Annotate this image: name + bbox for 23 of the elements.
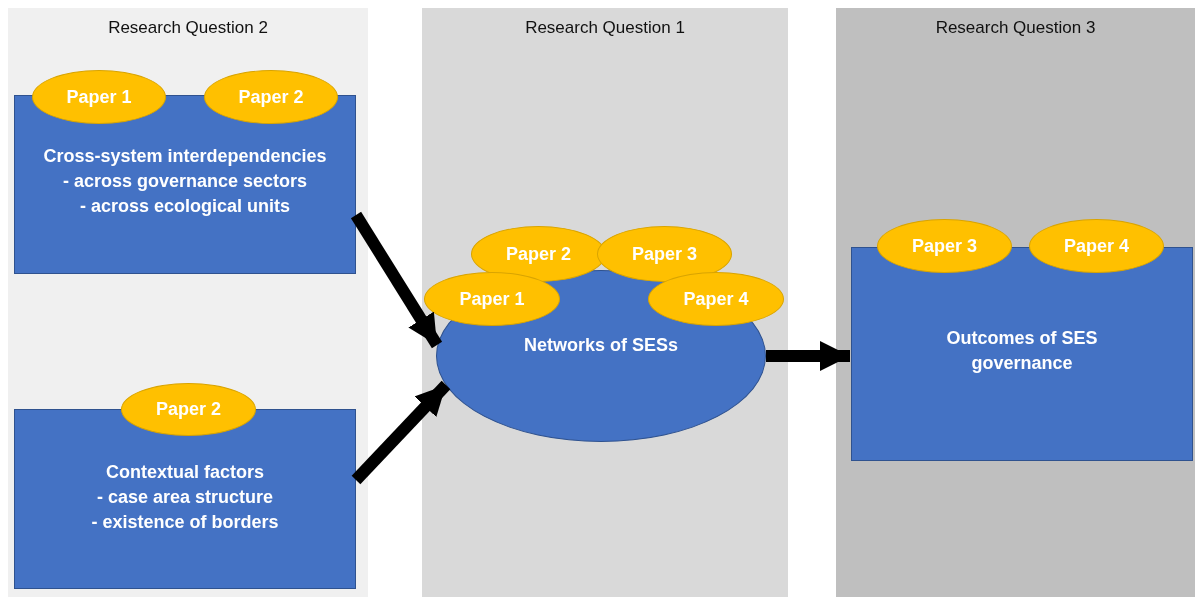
panel [836,8,1195,597]
paper-ellipse: Paper 4 [648,272,784,326]
bullet-text: - existence of borders [91,511,279,534]
arrow [766,341,850,371]
paper-ellipse: Paper 1 [32,70,166,124]
panel-heading: Research Question 1 [524,18,686,38]
box-heading: Outcomes of SES governance [945,327,1099,375]
paper-ellipse: Paper 3 [597,226,732,282]
box-heading: Cross-system interdependencies [43,145,327,168]
paper-ellipse: Paper 2 [204,70,338,124]
bullet-text: - across ecological units [79,195,291,218]
arrow [351,380,451,485]
panel-heading: Research Question 2 [107,18,269,38]
bullet-text: - across governance sectors [62,170,308,193]
bullet-text: - case area structure [96,486,274,509]
panel [422,8,788,597]
panel-heading: Research Question 3 [934,18,1097,38]
paper-ellipse: Paper 3 [877,219,1012,273]
arrow [350,211,443,349]
paper-ellipse: Paper 4 [1029,219,1164,273]
box-heading: Networks of SESs [523,335,678,356]
box-heading: Contextual factors [106,461,264,484]
panel [8,8,368,597]
